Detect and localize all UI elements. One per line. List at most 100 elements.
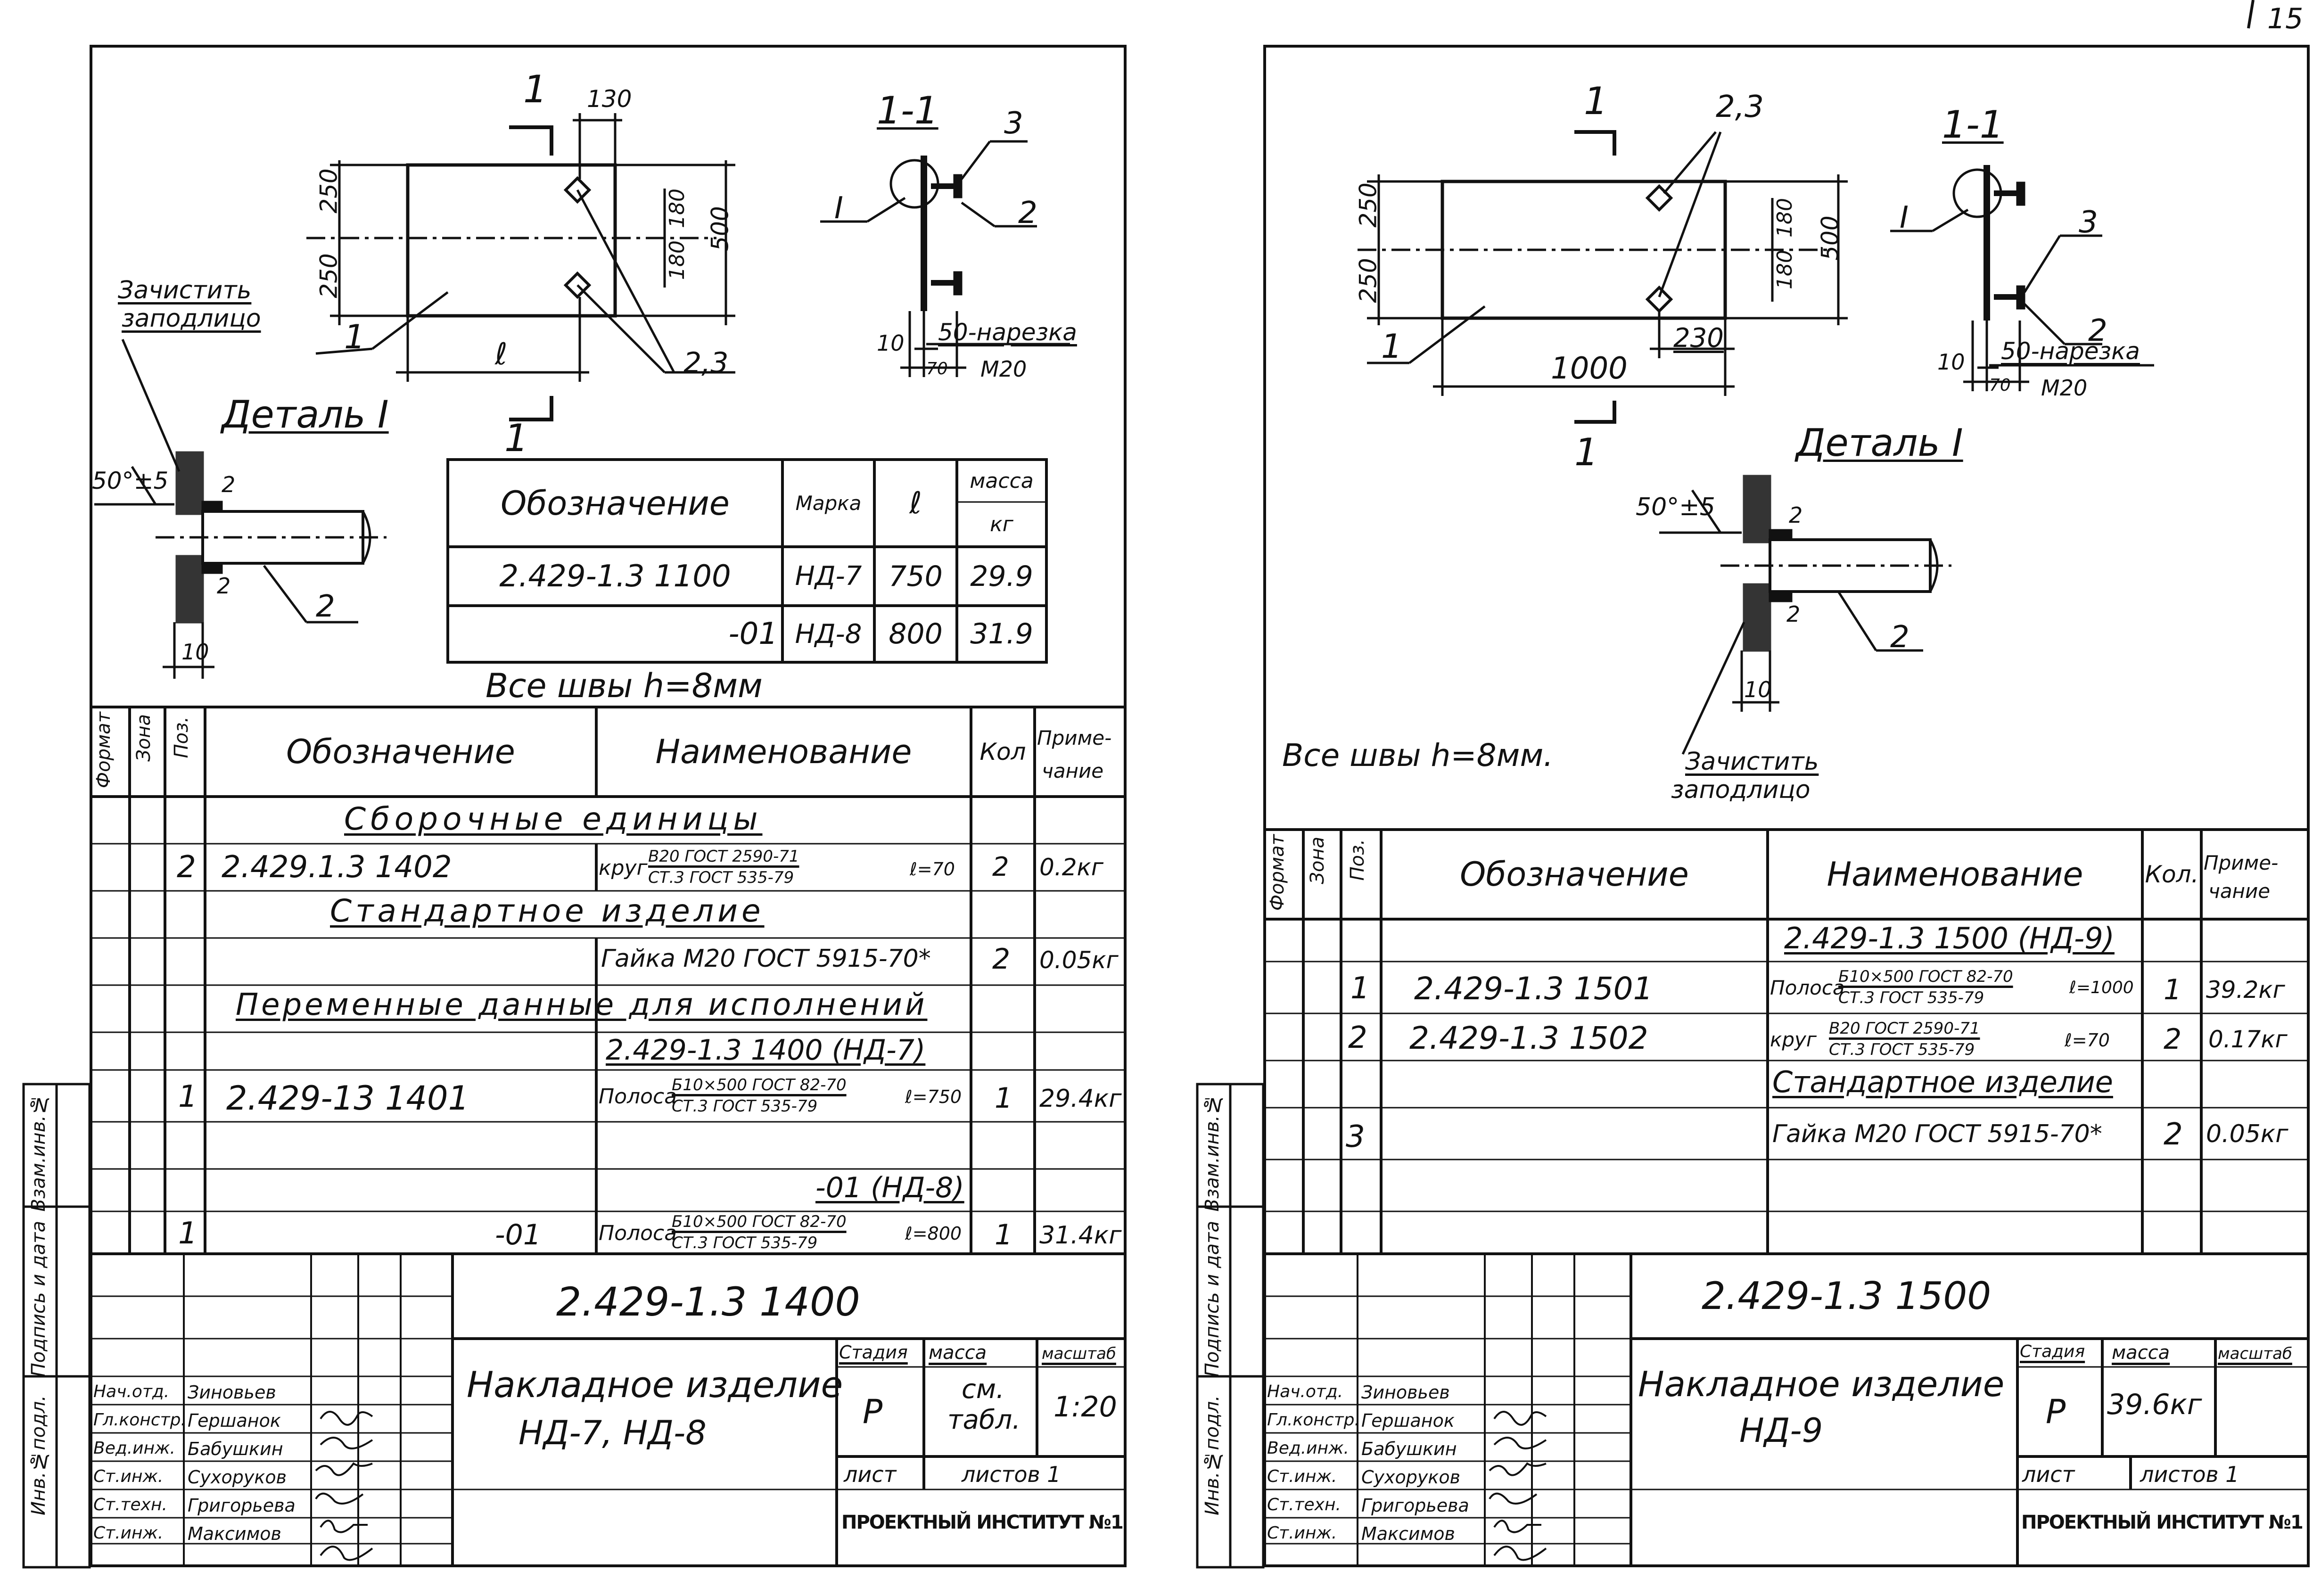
- left-tb-name2: НД-7, НД-8: [519, 1414, 707, 1452]
- right-detail-2a: 2: [1789, 502, 1803, 528]
- right-tb-sheets-label: листов 1: [2140, 1462, 2239, 1487]
- right-tb-role-5: Ст.инж.: [1267, 1523, 1337, 1543]
- left-spec-r6-pos: 1: [178, 1216, 198, 1251]
- right-section-3: 3: [2079, 205, 2098, 240]
- left-tb-org: ПРОЕКТНЫЙ ИНСТИТУТ №1: [841, 1512, 1124, 1533]
- left-tb-person-2: Бабушкин: [188, 1439, 283, 1459]
- left-callout-1b: 1: [504, 416, 528, 460]
- left-spec-h-note2: чание: [1042, 759, 1104, 782]
- right-spec-h-designation: Обозначение: [1460, 855, 1689, 894]
- right-tb-role-4: Ст.техн.: [1267, 1495, 1341, 1514]
- left-tb-role-0: Нач.отд.: [93, 1382, 170, 1401]
- left-spec-r2-name: Гайка М20 ГОСТ 5915-70*: [601, 945, 931, 973]
- left-clean-note-2: заподлицо: [122, 304, 261, 333]
- left-spec-r6-frac-bot: СТ.3 ГОСТ 535-79: [672, 1234, 818, 1252]
- left-section-10: 10: [877, 330, 905, 356]
- left-tb-mass-1: см.: [962, 1374, 1004, 1405]
- left-spec-r4-frac-bot: СТ.3 ГОСТ 535-79: [672, 1097, 818, 1116]
- right-tb-role-0: Нач.отд.: [1267, 1382, 1343, 1401]
- left-spec-r1-frac-bot: СТ.3 ГОСТ 535-79: [648, 868, 794, 887]
- right-callout-1a: 1: [1584, 79, 1608, 123]
- left-vt-r2-l: 800: [889, 617, 943, 650]
- right-tb-mass: 39.6кг: [2107, 1388, 2202, 1421]
- right-spec-r2-qty: 1: [2164, 973, 2182, 1006]
- right-section-title: 1-1: [1942, 103, 2004, 147]
- left-tb-name1: Накладное изделие: [467, 1364, 843, 1406]
- left-anchor-top: [563, 176, 592, 204]
- left-vt-header-mass: масса: [970, 469, 1034, 493]
- left-tb-role-5: Ст.инж.: [93, 1523, 164, 1543]
- right-tb-person-2: Бабушкин: [1361, 1439, 1457, 1459]
- left-spec-h-designation: Обозначение: [286, 732, 515, 771]
- right-tb-person-0: Зиновьев: [1361, 1382, 1450, 1403]
- right-spec-r3-note: 0.17кг: [2208, 1026, 2288, 1053]
- left-vt-header-kg: кг: [990, 512, 1013, 536]
- left-vt-r1-l: 750: [889, 559, 943, 593]
- right-section-I: I: [1900, 200, 1909, 235]
- left-spec-r1-designation: 2.429.1.3 1402: [222, 850, 452, 885]
- left-spec-r4-len: ℓ=750: [905, 1086, 962, 1107]
- right-spec-h-note1: Приме-: [2204, 851, 2279, 874]
- right-anchor-top: [1645, 184, 1673, 212]
- left-spec-r4-name: Полоса: [599, 1085, 677, 1109]
- right-spec-r2-pos: 1: [1350, 971, 1370, 1006]
- left-vt-header-mark: Марка: [795, 492, 862, 515]
- right-section-70: 70: [1989, 376, 2011, 395]
- left-sheet-frame: [90, 45, 1127, 1567]
- right-tb-mass-label: масса: [2112, 1342, 2170, 1364]
- left-vt-r1-designation: 2.429-1.3 1100: [499, 559, 731, 594]
- left-dim-130: 130: [587, 85, 632, 113]
- right-detail-title: Деталь I: [1796, 421, 1963, 465]
- right-spec-r3-len: ℓ=70: [2065, 1030, 2110, 1051]
- left-detail-title: Деталь I: [222, 393, 389, 436]
- right-spec-r2-name: Полоса: [1770, 976, 1845, 999]
- right-signatures: [1489, 1411, 1547, 1561]
- left-spec-section-assembly: Сборочные единицы: [344, 801, 763, 837]
- right-section-10: 10: [1937, 349, 1965, 375]
- right-detail-2b: 2: [1786, 601, 1801, 627]
- left-tb-sheet-label: лист: [844, 1462, 897, 1487]
- right-tb-stage: Р: [2046, 1392, 2066, 1431]
- left-vt-r2-mark: НД-8: [795, 618, 862, 650]
- left-spec-h-name: Наименование: [655, 732, 912, 771]
- left-spec-r4-designation: 2.429-13 1401: [226, 1079, 469, 1118]
- left-spec-r1-name: круг: [599, 856, 648, 880]
- right-detail-callout-2: 2: [1890, 620, 1909, 655]
- left-spec-r4-frac-top: Б10×500 ГОСТ 82-70: [672, 1076, 847, 1094]
- left-vt-r2-designation: -01: [728, 617, 778, 651]
- left-tb-mass-2: табл.: [947, 1405, 1021, 1435]
- right-clean-note-2: заподлицо: [1671, 776, 1811, 804]
- right-section-2: 2: [2088, 313, 2107, 348]
- right-dim-1000: 1000: [1551, 351, 1628, 386]
- left-vt-r2-mass: 31.9: [970, 617, 1033, 650]
- left-spec-r3-name: 2.429-1.3 1400 (НД-7): [606, 1034, 926, 1067]
- right-spec-r5-qty: 2: [2164, 1117, 2183, 1152]
- left-section-I: I: [834, 191, 843, 226]
- right-tb-name1: Накладное изделие: [1638, 1364, 2005, 1405]
- left-spec-r6-designation: -01: [495, 1218, 541, 1251]
- left-anchor-bottom: [563, 271, 592, 299]
- right-thread-size: M20: [2041, 375, 2088, 401]
- right-spec-r2-frac-top: Б10×500 ГОСТ 82-70: [1838, 967, 2013, 986]
- right-tb-stage-label: Стадия: [2020, 1342, 2085, 1361]
- left-spec-r1-pos: 2: [177, 850, 196, 885]
- right-tb-org: ПРОЕКТНЫЙ ИНСТИТУТ №1: [2021, 1512, 2304, 1533]
- left-spec-r6-frac-top: Б10×500 ГОСТ 82-70: [672, 1212, 847, 1231]
- left-welds-note: Все швы h=8мм: [486, 666, 763, 705]
- right-tb-person-1: Гершанок: [1361, 1410, 1455, 1431]
- left-tb-role-4: Ст.техн.: [93, 1495, 167, 1514]
- right-tb-person-5: Максимов: [1361, 1523, 1455, 1544]
- right-spec-r3-name: круг: [1770, 1028, 1817, 1051]
- left-tb-role-1: Гл.констр.: [93, 1410, 186, 1430]
- left-spec-r4-qty: 1: [995, 1082, 1013, 1115]
- right-tb-code: 2.429-1.3 1500: [1702, 1274, 1992, 1318]
- left-tb-person-0: Зиновьев: [188, 1382, 276, 1403]
- left-tb-person-4: Григорьева: [188, 1495, 296, 1516]
- left-tb-person-1: Гершанок: [188, 1410, 281, 1431]
- right-spec-h-name: Наименование: [1827, 855, 2083, 894]
- right-tb-role-1: Гл.констр.: [1267, 1410, 1360, 1430]
- left-section-2: 2: [1018, 196, 1037, 230]
